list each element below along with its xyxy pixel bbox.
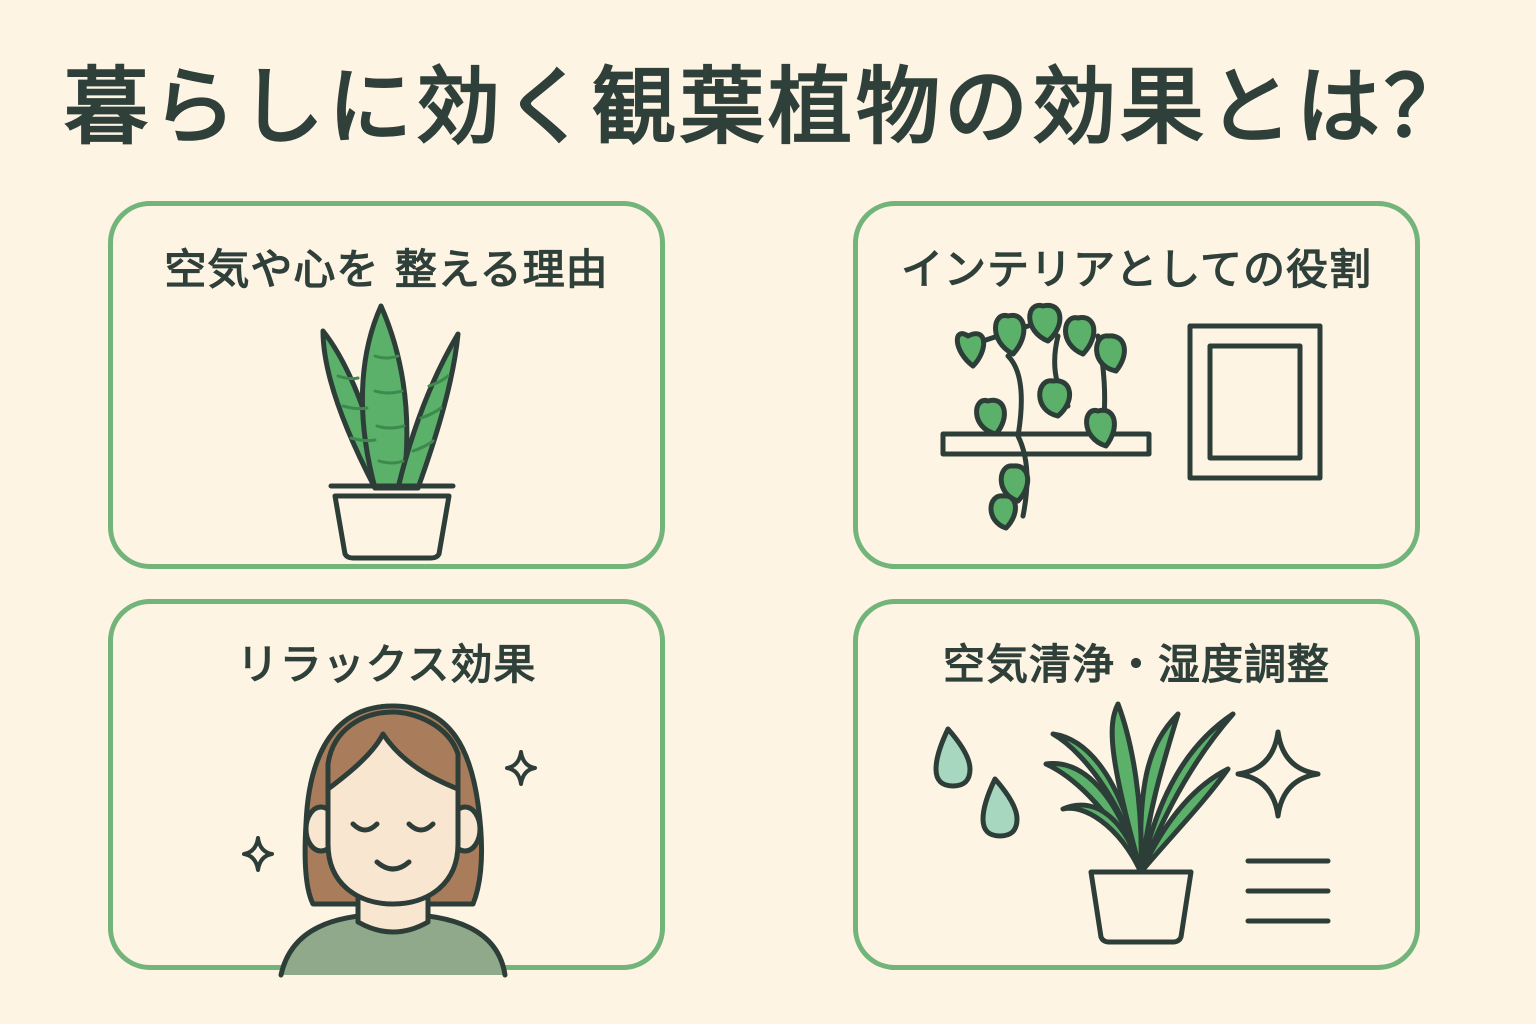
page-title: 暮らしに効く観葉植物の効果とは？ (63, 58, 1472, 156)
pothos-shelf-and-frame-icon (940, 302, 1323, 531)
card-title: インテリアとしての役割 (901, 245, 1372, 294)
card-title: 空気清浄・湿度調整 (942, 640, 1330, 689)
card-interior-role: インテリアとしての役割 (853, 201, 1420, 569)
card-title: リラックス効果 (236, 640, 537, 689)
card-air-and-mind: 空気や心を 整える理由 (108, 201, 665, 569)
card-relax-effect: リラックス効果 (108, 599, 665, 978)
card-title: 空気や心を 整える理由 (164, 245, 609, 294)
relaxed-woman-icon (242, 703, 537, 978)
card-air-purification: 空気清浄・湿度調整 (853, 599, 1420, 970)
snake-plant-icon (320, 303, 461, 561)
plant-with-droplets-icon (933, 701, 1331, 945)
